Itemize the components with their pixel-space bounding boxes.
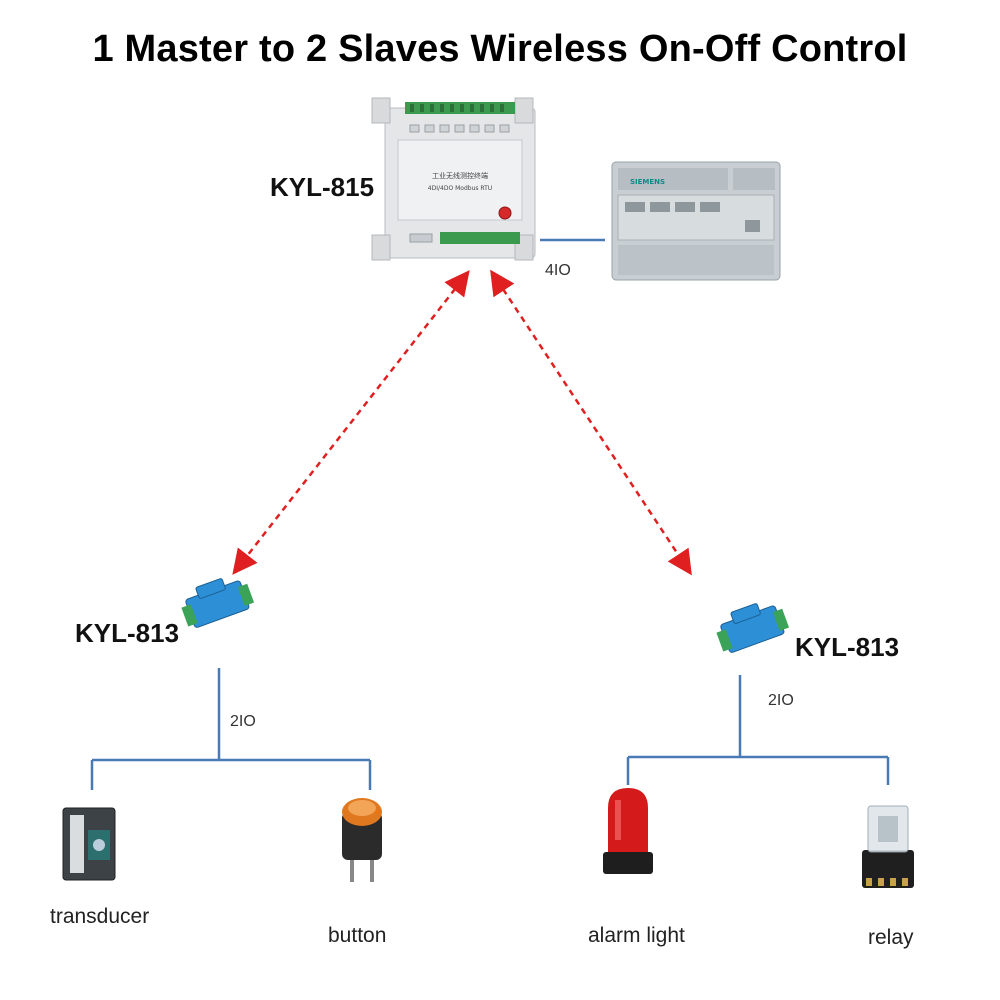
button-label: button: [328, 924, 387, 947]
transducer-image: [62, 807, 116, 881]
slave-right-link-label: 2IO: [768, 692, 794, 709]
wireless-link-left: [232, 270, 470, 575]
slave-left-model-label: KYL-813: [75, 618, 180, 648]
slave-left-wiring: [90, 668, 372, 790]
wireless-link-right: [490, 269, 692, 576]
slave-right-module-image: [716, 603, 790, 653]
slave-left-module-image: [181, 578, 255, 628]
diagram-title: 1 Master to 2 Slaves Wireless On-Off Con…: [92, 28, 908, 70]
alarm-light-image: [603, 788, 653, 874]
relay-image: [862, 805, 914, 888]
master-panel-cn-text: 工业无线测控终端: [432, 171, 488, 180]
slave-left-link-label: 2IO: [230, 713, 256, 730]
plc-image: SIEMENS: [611, 161, 781, 281]
master-link-label: 4IO: [545, 262, 571, 279]
button-image: [342, 798, 382, 882]
relay-label: relay: [868, 926, 914, 949]
plc-brand: SIEMENS: [630, 178, 665, 186]
transducer-label: transducer: [50, 905, 150, 928]
master-module-image: 工业无线测控终端 4DI/4DO Modbus RTU: [371, 97, 536, 261]
alarm-light-label: alarm light: [588, 924, 685, 947]
slave-right-wiring: [626, 675, 890, 785]
slave-right-model-label: KYL-813: [795, 632, 900, 662]
master-panel-text: 4DI/4DO Modbus RTU: [428, 185, 492, 192]
master-model-label: KYL-815: [270, 172, 375, 202]
